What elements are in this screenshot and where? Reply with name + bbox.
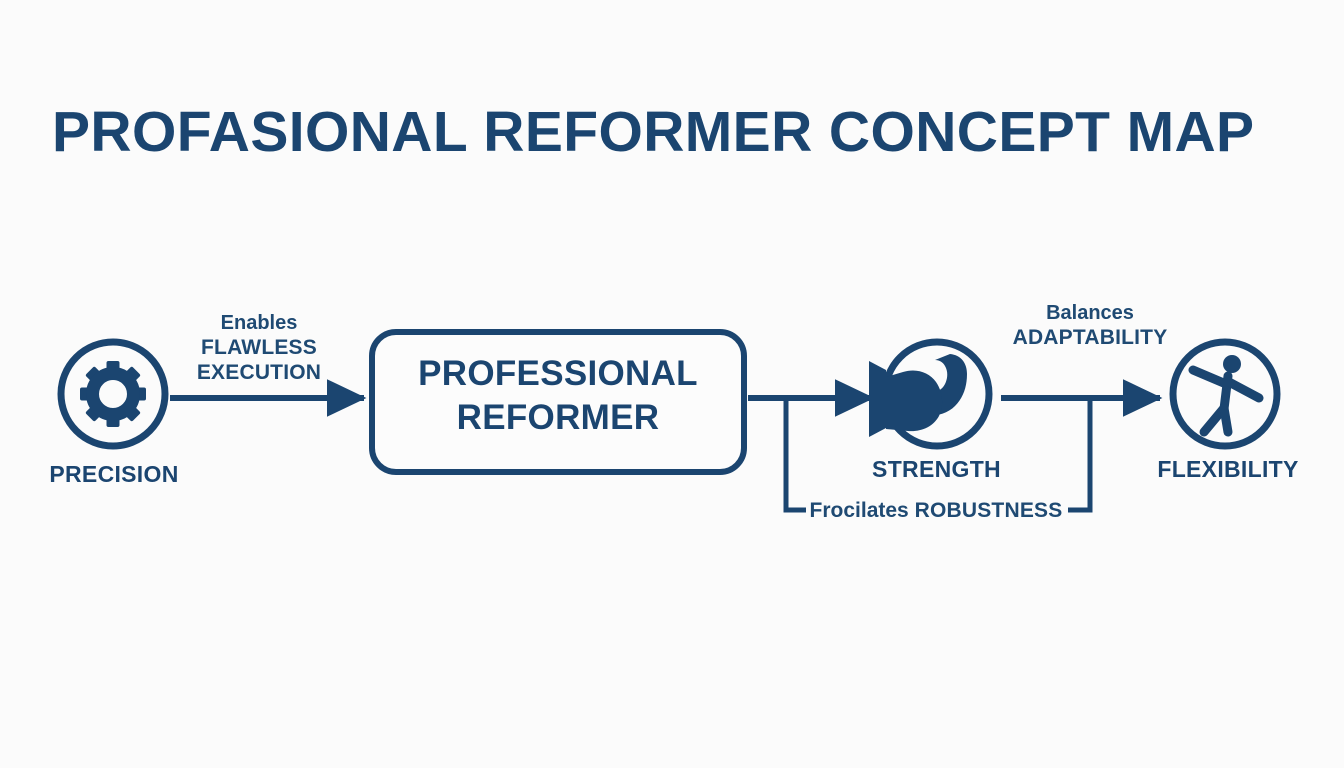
edge-label-hard-execution: EXECUTION: [196, 361, 322, 385]
connector-robustness-bracket: [783, 399, 1093, 513]
gear-icon: [80, 361, 146, 427]
flexibility-circle: [1169, 338, 1281, 450]
edge-label-hard-robustness: ROBUSTNESS: [914, 499, 1063, 522]
node-strength[interactable]: [869, 338, 993, 450]
edge-label-hard-adaptability: ADAPTABILITY: [1012, 326, 1168, 349]
center-node-box[interactable]: [369, 329, 747, 475]
precision-circle: [57, 338, 169, 450]
stretching-person-icon: [1188, 355, 1264, 437]
edge-label-soft-enables: Enables: [220, 312, 298, 334]
edge-label-hard-flawless: FLAWLESS: [201, 336, 317, 359]
page-title: PROFASIONAL REFORMER CONCEPT MAP: [52, 100, 1255, 164]
node-label-flexibility: FLEXIBILITY: [1157, 456, 1299, 482]
flexed-bicep-icon: [869, 354, 967, 437]
edge-label-soft-balances: Balances: [1046, 302, 1134, 324]
node-precision[interactable]: [57, 338, 169, 450]
node-flexibility[interactable]: [1169, 338, 1281, 450]
edge-label-robustness-bracket: Frocilates ROBUSTNESS: [800, 498, 1072, 523]
edge-label-strength-to-flexibility: Balances ADAPTABILITY: [1000, 301, 1180, 350]
edge-label-precision-to-reformer: Enables FLAWLESS EXECUTION: [178, 311, 340, 385]
edge-label-soft-frocilates: Frocilates: [809, 499, 909, 522]
node-label-precision: PRECISION: [49, 461, 179, 487]
node-label-strength: STRENGTH: [872, 456, 1001, 482]
